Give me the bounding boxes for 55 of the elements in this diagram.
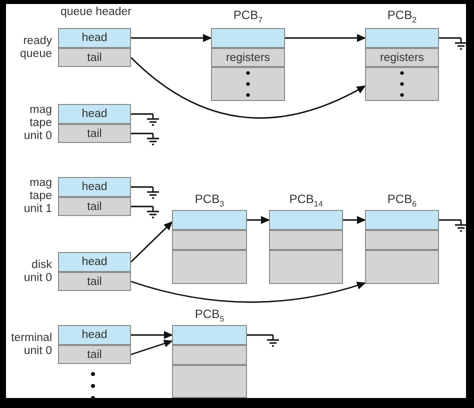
field-cell: registers: [211, 48, 285, 67]
arrow: [285, 34, 366, 42]
arrow: [130, 221, 173, 262]
field-cell: head: [58, 252, 131, 272]
field-cell: tail: [58, 48, 131, 67]
pcb-block: [365, 8, 439, 101]
pcb-cell: [172, 250, 247, 284]
field-cell: tail: [58, 272, 131, 291]
pcb-cell: [365, 67, 439, 101]
pcb-cell: [172, 325, 247, 345]
pcb-title: PCB$_{6}$: [386, 192, 418, 208]
queue-name: disk unit 0: [22, 258, 52, 284]
pcb-cell: [269, 230, 343, 250]
pcb-title: PCB$_{5}$: [194, 307, 226, 324]
pcb-block: [211, 8, 285, 101]
pcb-title: PCB$_{3}$: [194, 192, 226, 208]
pcb-cell: [365, 28, 439, 48]
arrow: [130, 56, 366, 119]
pcb-title: PCB$_{2}$: [386, 8, 418, 24]
queue-name: ready queue: [19, 34, 52, 60]
pcb-cell: [172, 365, 247, 398]
pcb-cell: [365, 250, 439, 284]
arrow: [130, 340, 173, 356]
pcb-cell: [172, 210, 247, 230]
pcb-block: [172, 307, 247, 398]
pcb-cell: [269, 250, 343, 284]
pcb-cell: [172, 345, 247, 365]
pcb-cell: [269, 210, 343, 230]
pcb-block: [365, 192, 439, 284]
arrow: [130, 280, 366, 303]
field-cell: head: [58, 177, 131, 197]
queue-name: mag tape unit 0: [22, 104, 52, 143]
field-cell: tail: [58, 345, 131, 364]
arrow: [247, 216, 270, 224]
pcb-cell: [365, 230, 439, 250]
pcb-block: [269, 192, 343, 284]
field-cell: head: [58, 28, 131, 48]
pcb-cell: [365, 210, 439, 230]
column-heading: queue header: [60, 6, 132, 18]
pcb-cell: [211, 28, 285, 48]
arrow: [131, 331, 173, 339]
pcb-cell: [172, 230, 247, 250]
queue-name: terminal unit 0: [10, 332, 52, 358]
arrow: [131, 34, 212, 42]
pcb-cell: [211, 67, 285, 101]
pcb-title: PCB$_{14}$: [288, 192, 324, 208]
pcb-block: [172, 192, 247, 284]
field-cell: registers: [365, 48, 439, 67]
field-cell: head: [58, 104, 131, 124]
field-cell: tail: [58, 124, 131, 143]
field-cell: head: [58, 325, 131, 345]
pcb-title: PCB$_{7}$: [232, 8, 264, 24]
queue-name: mag tape unit 1: [22, 177, 52, 216]
arrow: [343, 216, 366, 224]
field-cell: tail: [58, 197, 131, 216]
